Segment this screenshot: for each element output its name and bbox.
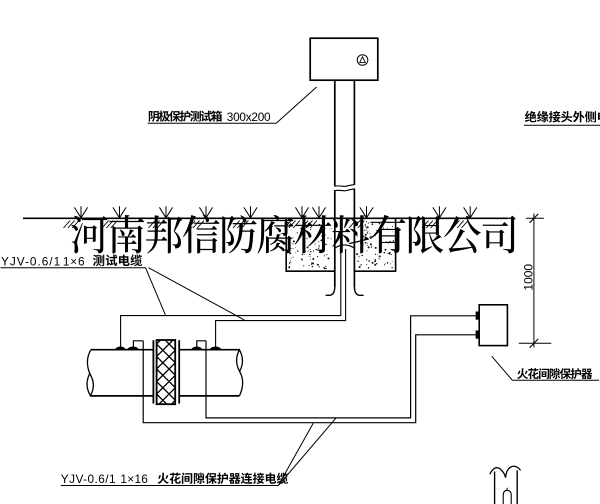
svg-text:1×6: 1×6 [63, 255, 85, 269]
svg-text:YJV-0.6/1: YJV-0.6/1 [61, 472, 116, 486]
svg-text:YJV-0.6/1: YJV-0.6/1 [1, 255, 61, 269]
svg-text:300x200: 300x200 [227, 110, 271, 124]
svg-text:1×16: 1×16 [120, 472, 148, 486]
svg-text:1000: 1000 [521, 264, 535, 291]
